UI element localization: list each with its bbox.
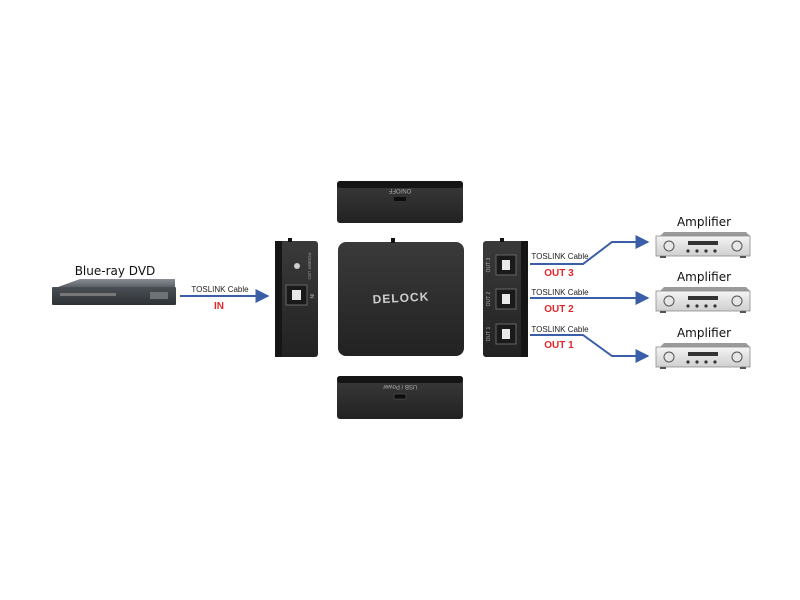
amplifier-1-label: Amplifier [677,215,731,229]
bluray-label: Blue-ray DVD [75,264,156,278]
amplifier-1: Amplifier [655,215,751,258]
power-led [294,263,300,269]
device-main: DELOCK [338,238,464,356]
amplifier-2-label: Amplifier [677,270,731,284]
onoff-switch [394,197,406,201]
input-cable: TOSLINK Cable IN [180,285,270,312]
input-port-side-label: IN [308,294,314,299]
output-cable-1: TOSLINK Cable OUT 1 [530,325,650,363]
bluray-disc-tray [60,293,116,296]
output-cable-3: TOSLINK Cable OUT 3 [530,235,650,279]
device-bottom-side: USB / Power [337,376,463,419]
output-3-port-label: OUT 3 [544,268,574,279]
out2-side-label: OUT 2 [486,291,492,306]
device-logo: DELOCK [372,290,429,307]
input-port-label: IN [214,301,224,312]
amplifier-3-label: Amplifier [677,326,731,340]
amplifier-2: Amplifier [655,270,751,313]
onoff-label: ON/OFF [388,187,411,193]
output-cable-2: TOSLINK Cable OUT 2 [530,288,650,315]
bluray-top [58,279,175,287]
output-2-port-label: OUT 2 [544,304,574,315]
device-right-side: OUT 3 OUT 2 OUT 1 [483,238,528,357]
out3-side-label: OUT 3 [486,257,492,272]
out1-side-label: OUT 1 [486,326,492,341]
usb-power-label: USB / Power [383,383,417,389]
output-2-cable-label: TOSLINK Cable [531,288,589,297]
output-1-cable-label: TOSLINK Cable [531,325,589,334]
bluray-display [150,292,168,299]
device-left-side: POWER LED IN [275,238,318,357]
bluray-player: Blue-ray DVD [52,264,176,305]
power-led-label: POWER LED [307,252,312,280]
usb-port [393,393,407,400]
output-1-port-label: OUT 1 [544,340,574,351]
output-3-cable-label: TOSLINK Cable [531,252,589,261]
device-top-side: ON/OFF [337,181,463,223]
amplifier-3: Amplifier [655,326,751,369]
input-cable-label: TOSLINK Cable [191,285,249,294]
